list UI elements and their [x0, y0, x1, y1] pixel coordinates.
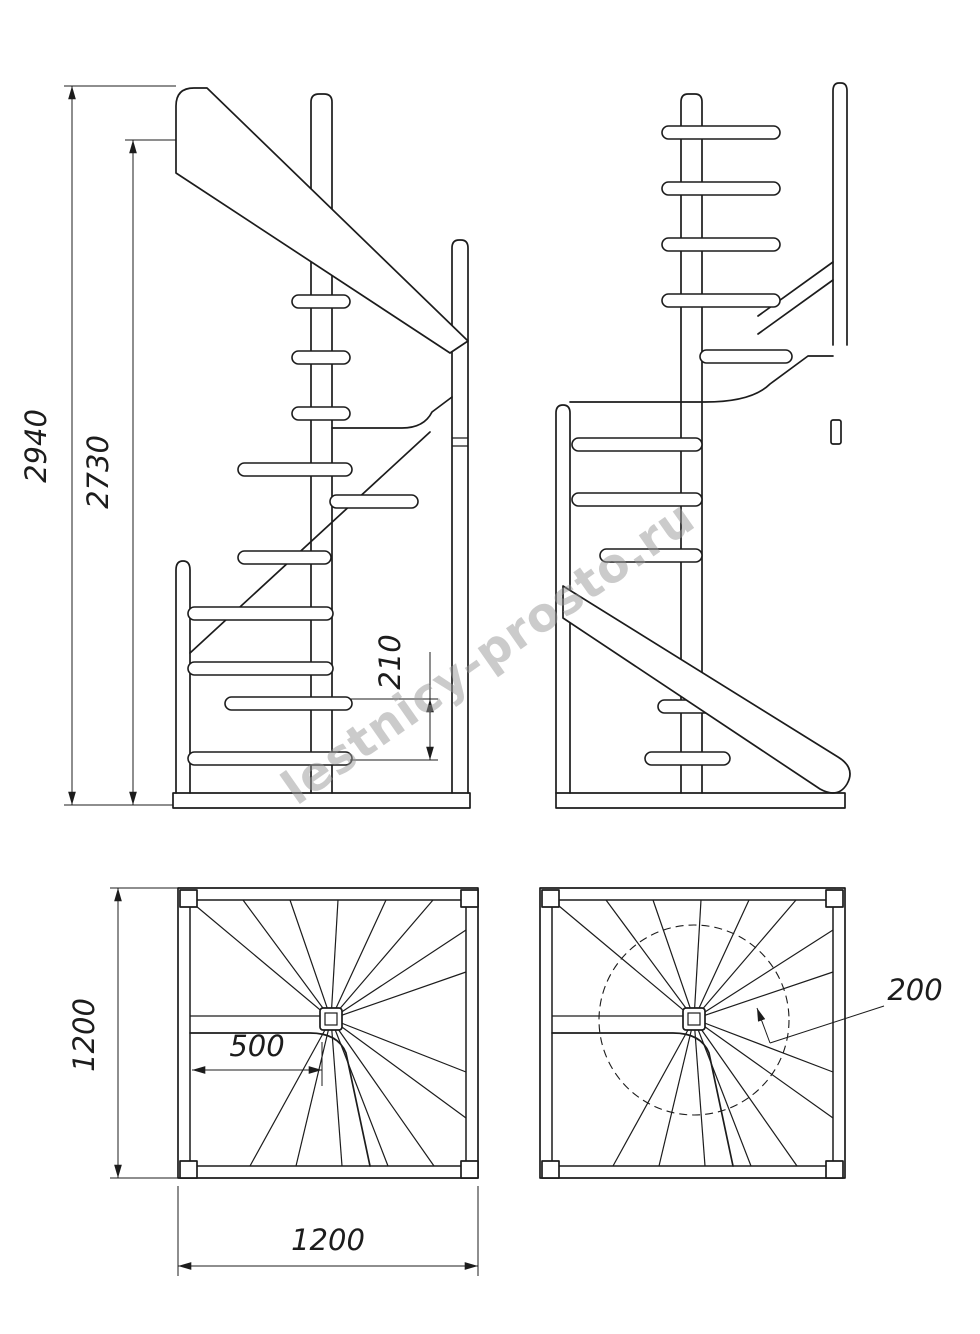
dim-riser-label: 210 — [373, 634, 407, 689]
treads — [187, 294, 419, 766]
center-post — [680, 93, 703, 794]
corner-posts — [179, 889, 479, 1179]
walk-line-circle — [598, 924, 790, 1116]
center-post-core — [324, 1012, 338, 1026]
handrail — [562, 585, 851, 794]
post-joint — [452, 437, 468, 447]
dim-rail-height-label: 2730 — [81, 435, 115, 509]
handrail — [175, 87, 469, 354]
dim-rail-height: 2730 — [81, 139, 176, 806]
dim-landing-offset-label: 500 — [229, 1029, 284, 1063]
mid-rail — [569, 355, 834, 403]
post-bracket — [830, 419, 842, 445]
dim-total-height-label: 2940 — [19, 409, 53, 483]
dim-tread-width-label: 200 — [887, 973, 942, 1007]
step-edges — [190, 899, 467, 1167]
mid-rail — [331, 396, 453, 429]
dim-total-height: 2940 — [19, 85, 176, 806]
newel-post — [555, 404, 571, 794]
flight-edge — [551, 1032, 734, 1167]
base — [172, 792, 471, 809]
plan-outline — [539, 887, 846, 1179]
center-post-plan — [319, 1007, 343, 1031]
corner-posts — [541, 889, 844, 1179]
step-edges — [552, 899, 834, 1167]
treads — [571, 125, 793, 766]
newel-post — [175, 560, 191, 794]
left-plan-view: 1200 500 1200 — [67, 887, 479, 1276]
right-post — [451, 239, 469, 794]
right-plan-view: 200 — [539, 887, 943, 1179]
dim-tread-width: 200 — [756, 973, 943, 1044]
dim-landing-offset: 500 — [191, 1029, 323, 1086]
flight-edge — [189, 1032, 371, 1167]
dim-plan-depth-label: 1200 — [67, 998, 101, 1072]
right-elevation-view — [555, 82, 851, 809]
base — [555, 792, 846, 809]
plan-outline — [177, 887, 479, 1179]
dim-plan-width: 1200 — [177, 1186, 479, 1276]
left-elevation-view: 2940 2730 210 — [19, 85, 471, 809]
center-post-core — [687, 1012, 701, 1026]
dim-riser: 210 — [350, 634, 438, 761]
dim-plan-width-label: 1200 — [291, 1223, 365, 1257]
center-post — [310, 93, 333, 794]
rail-post — [832, 82, 848, 346]
center-post-plan — [682, 1007, 706, 1031]
dim-plan-depth: 1200 — [67, 887, 190, 1179]
